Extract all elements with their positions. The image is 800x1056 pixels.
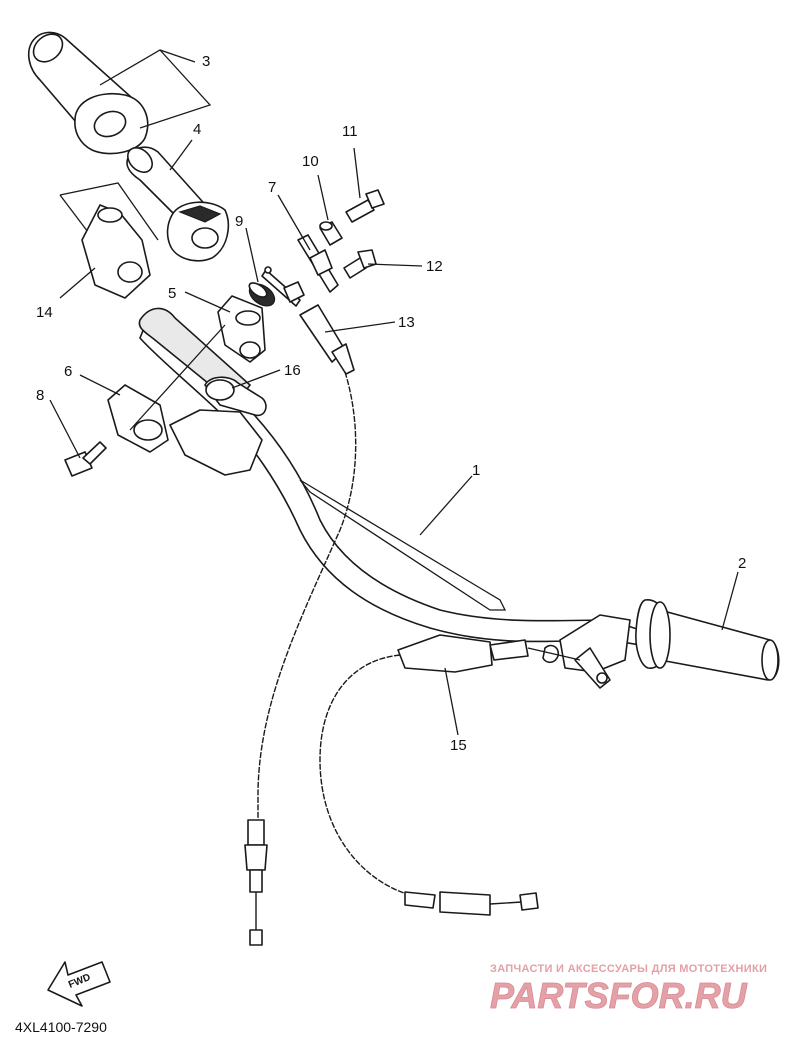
fwd-arrow-icon: FWD bbox=[47, 961, 111, 1007]
callout-12: 12 bbox=[426, 258, 443, 275]
callout-2: 2 bbox=[738, 555, 746, 572]
cable-end-adjuster[interactable] bbox=[261, 266, 305, 307]
callout-4: 4 bbox=[193, 121, 201, 138]
callout-8: 8 bbox=[36, 387, 44, 404]
left-grip[interactable] bbox=[27, 29, 149, 155]
bolt-8[interactable] bbox=[64, 441, 107, 477]
watermark: ЗАПЧАСТИ И АКСЕССУАРЫ ДЛЯ МОТОТЕХНИКИ PA… bbox=[490, 963, 767, 1016]
watermark-brand: PARTSFOR.RU bbox=[490, 975, 748, 1016]
clutch-cable-ends[interactable] bbox=[397, 634, 581, 916]
callout-1: 1 bbox=[472, 462, 480, 479]
callout-6: 6 bbox=[64, 363, 72, 380]
throttle-cable-end[interactable] bbox=[244, 819, 268, 946]
cable-boot-13[interactable] bbox=[299, 304, 355, 375]
watermark-tagline: ЗАПЧАСТИ И АКСЕССУАРЫ ДЛЯ МОТОТЕХНИКИ bbox=[490, 963, 767, 975]
callout-14: 14 bbox=[36, 304, 53, 321]
clamp-bracket[interactable] bbox=[169, 376, 267, 476]
leader-lines bbox=[49, 49, 739, 736]
throttle-tube[interactable] bbox=[123, 143, 229, 262]
lever-perch[interactable] bbox=[559, 614, 631, 689]
callout-16: 16 bbox=[284, 362, 301, 379]
callout-3: 3 bbox=[202, 53, 210, 70]
collar-10[interactable] bbox=[319, 221, 343, 246]
handlebar[interactable] bbox=[138, 307, 641, 646]
screw-11[interactable] bbox=[345, 189, 385, 223]
throttle-housing[interactable] bbox=[59, 182, 159, 299]
callout-11: 11 bbox=[342, 123, 358, 140]
callout-5: 5 bbox=[168, 285, 176, 302]
part-code: 4XL4100-7290 bbox=[15, 1019, 107, 1035]
callout-7: 7 bbox=[268, 179, 276, 196]
callouts: 3 4 5 6 7 8 9 10 11 12 13 14 16 1 2 15 bbox=[36, 53, 746, 754]
housing-lower[interactable] bbox=[107, 384, 169, 453]
callout-9: 9 bbox=[235, 213, 243, 230]
housing-upper[interactable] bbox=[217, 295, 266, 363]
cable-guide-7[interactable] bbox=[297, 234, 339, 293]
throttle-cable bbox=[257, 371, 357, 820]
callout-10: 10 bbox=[302, 153, 319, 170]
clutch-cable bbox=[319, 654, 431, 901]
cable-cap-9[interactable] bbox=[245, 280, 278, 311]
callout-15: 15 bbox=[450, 737, 467, 754]
right-grip[interactable] bbox=[635, 599, 780, 681]
callout-13: 13 bbox=[398, 314, 415, 331]
